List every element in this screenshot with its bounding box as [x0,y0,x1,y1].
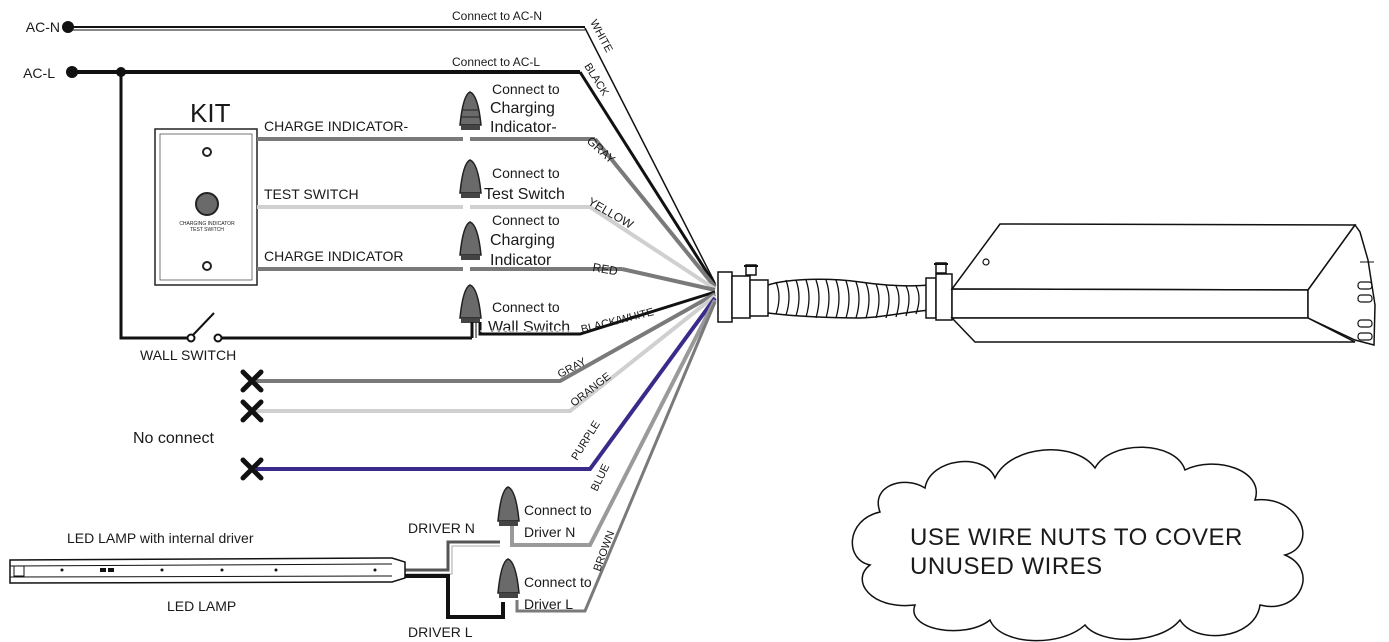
harness-connector [717,264,769,323]
flex-conduit [767,278,931,319]
wire-nut-icon [459,284,482,323]
lamp-label: LED LAMP [167,598,236,614]
driver-box-connector [925,262,953,321]
connector-5-line1: Connect to [524,502,592,518]
wire-label-orange: ORANGE [568,371,613,410]
kit-plate [154,128,258,286]
charge-indicator-minus-label: CHARGE INDICATOR- [264,118,408,134]
ac-n-line [62,21,716,284]
led-lamp-icon [9,557,406,584]
kit-title: KIT [190,98,231,128]
wire-label-red: RED [591,260,619,278]
connector-1-line2: Charging [490,100,555,117]
note-line-2: UNUSED WIRES [910,553,1103,580]
wall-switch-icon [186,290,716,343]
wall-switch-label: WALL SWITCH [140,347,236,363]
note-line-1: USE WIRE NUTS TO COVER [910,524,1243,551]
wire-label-yellow: YELLOW [586,194,637,231]
connect-ac-l-label: Connect to AC-L [452,55,540,69]
wire-nut-icon [459,159,482,198]
connect-ac-n-label: Connect to AC-N [452,9,542,23]
wire-nut-icon [459,91,482,130]
no-connect-label: No connect [133,430,214,447]
wire-label-gray: GRAY [584,134,618,167]
wire-nut-icon [459,221,482,260]
emergency-driver-box [950,223,1376,346]
connector-4-line2: Wall Switch [488,319,570,336]
test-switch-label: TEST SWITCH [264,186,359,202]
no-connect-wires [256,292,717,471]
connector-2-line1: Connect to [492,165,560,181]
wire-nut-icon [497,558,520,598]
kit-wires [257,137,717,292]
driver-n-label: DRIVER N [408,520,475,536]
connector-5-line2: Driver N [524,524,575,540]
connector-3-line1: Connect to [492,212,560,228]
note-cloud [851,446,1304,642]
connector-2-line2: Test Switch [484,186,565,203]
x-mark-icon [240,369,264,481]
connector-1-line1: Connect to [492,81,560,97]
wire-label-white: WHITE [587,18,614,55]
ac-l-label: AC-L [23,65,55,81]
driver-wires [405,299,717,619]
lamp-title: LED LAMP with internal driver [67,530,254,546]
ac-n-label: AC-N [26,19,60,35]
wire-label-gray-2: GRAY [556,355,589,380]
connector-6-line2: Driver L [524,596,573,612]
wire-nut-icon [497,486,520,526]
wire-label-black-white: BLACK/WHITE [580,306,655,336]
ac-l-line [66,66,717,340]
connector-3-line3: Indicator [490,252,552,269]
plate-label-1: CHARGING INDICATOR [179,221,235,227]
connector-6-line1: Connect to [524,574,592,590]
driver-l-label: DRIVER L [408,624,473,640]
connector-3-line2: Charging [490,232,555,249]
charge-indicator-label: CHARGE INDICATOR [264,248,404,264]
connector-4-line1: Connect to [492,299,560,315]
connector-1-line3: Indicator- [490,119,557,136]
plate-label-2: TEST SWITCH [190,227,224,233]
